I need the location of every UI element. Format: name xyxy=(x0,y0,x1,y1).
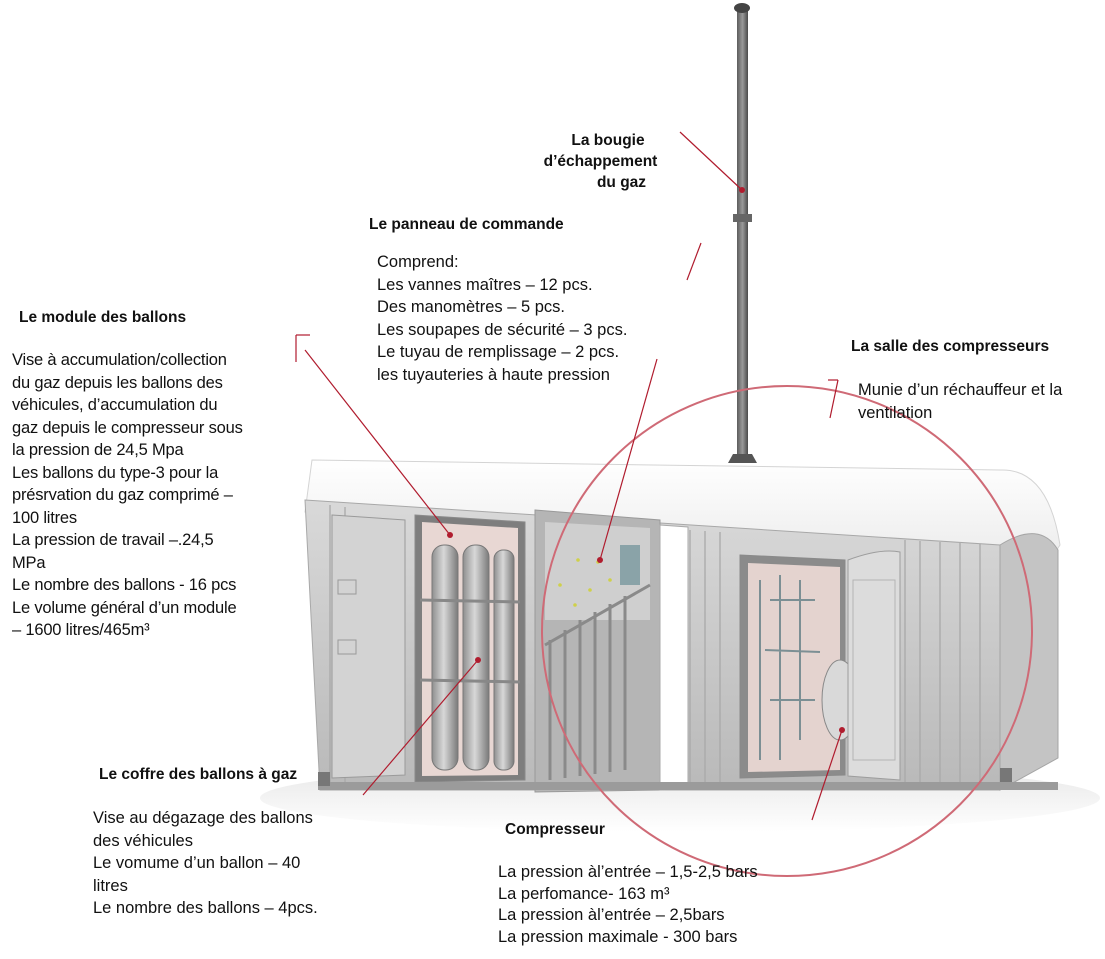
panneau-line: les tuyauteries à haute pression xyxy=(377,365,610,384)
panneau-line: Les vannes maîtres – 12 pcs. xyxy=(377,275,593,294)
module-line: présrvation du gaz comprimé – xyxy=(12,486,233,504)
module-title: Le module des ballons xyxy=(19,309,187,326)
panneau-description: Comprend: Les vannes maîtres – 12 pcs. D… xyxy=(377,251,627,386)
gas-cylinders xyxy=(431,544,515,771)
panneau-line: Le tuyau de remplissage – 2 pcs. xyxy=(377,343,620,361)
highlight-circle xyxy=(541,385,1033,877)
bougie-title-line: La bougie xyxy=(571,132,645,149)
salle-title: La salle des compresseurs xyxy=(851,338,1050,355)
bougie-title-line: d’échappement xyxy=(543,153,658,170)
module-line: du gaz depuis les ballons des xyxy=(12,373,223,392)
module-line: gaz depuis le compresseur sous xyxy=(12,418,243,437)
coffre-title: Le coffre des ballons à gaz xyxy=(99,766,298,783)
compresseur-title: Compresseur xyxy=(505,821,605,838)
module-line: Le volume général d’un module xyxy=(12,598,237,617)
compresseur-line: La pression maximale - 300 bars xyxy=(498,927,738,946)
coffre-line: Le vomume d’un ballon – 40 xyxy=(93,854,301,872)
exhaust-pole xyxy=(737,6,748,454)
container-end-wall xyxy=(999,533,1059,791)
module-line: Vise à accumulation/collection xyxy=(12,351,227,369)
container-base xyxy=(318,782,1058,790)
bougie-title-line: du gaz xyxy=(596,174,647,191)
compresseur-line: La pression àl’entrée – 1,5-2,5 bars xyxy=(498,863,758,881)
module-line: Le nombre des ballons - 16 pcs xyxy=(12,576,237,594)
open-doorway xyxy=(659,524,689,791)
coffre-line: Vise au dégazage des ballons xyxy=(93,809,313,827)
coffre-line: Le nombre des ballons – 4pcs. xyxy=(93,899,318,917)
leader-lines xyxy=(295,131,843,821)
module-line: – 1600 litres/465m³ xyxy=(12,621,150,639)
salle-line: ventilation xyxy=(858,403,933,422)
compresseur-description: La pression àl’entrée – 1,5-2,5 bars La … xyxy=(498,862,758,948)
panneau-line: Comprend: xyxy=(377,253,459,271)
salle-description: Munie d’un réchauffeur et la ventilation xyxy=(858,379,1062,424)
module-line: MPa xyxy=(12,553,46,572)
module-line: la pression de 24,5 Mpa xyxy=(12,441,184,459)
bougie-title: La bougie d’échappement du gaz xyxy=(544,130,668,193)
module-line: véhicules, d’accumulation du xyxy=(12,396,218,414)
coffre-line: litres xyxy=(93,876,128,895)
panneau-title: Le panneau de commande xyxy=(369,216,564,233)
module-line: 100 litres xyxy=(12,508,77,527)
module-description: Vise à accumulation/collection du gaz de… xyxy=(12,349,243,642)
compressor-door xyxy=(847,550,901,781)
salle-line: Munie d’un réchauffeur et la xyxy=(858,381,1063,399)
panneau-line: Les soupapes de sécurité – 3 pcs. xyxy=(377,320,628,339)
module-line: Les ballons du type-3 pour la xyxy=(12,463,219,482)
left-door xyxy=(331,514,406,779)
coffre-description: Vise au dégazage des ballons des véhicul… xyxy=(93,807,318,920)
compresseur-line: La perfomance- 163 m³ xyxy=(498,884,670,903)
coffre-line: des véhicules xyxy=(93,831,193,850)
container-roof xyxy=(304,459,1061,561)
compresseur-line: La pression àl’entrée – 2,5bars xyxy=(498,906,725,924)
module-line: La pression de travail –.24,5 xyxy=(12,531,214,549)
panneau-line: Des manomètres – 5 pcs. xyxy=(377,298,565,316)
